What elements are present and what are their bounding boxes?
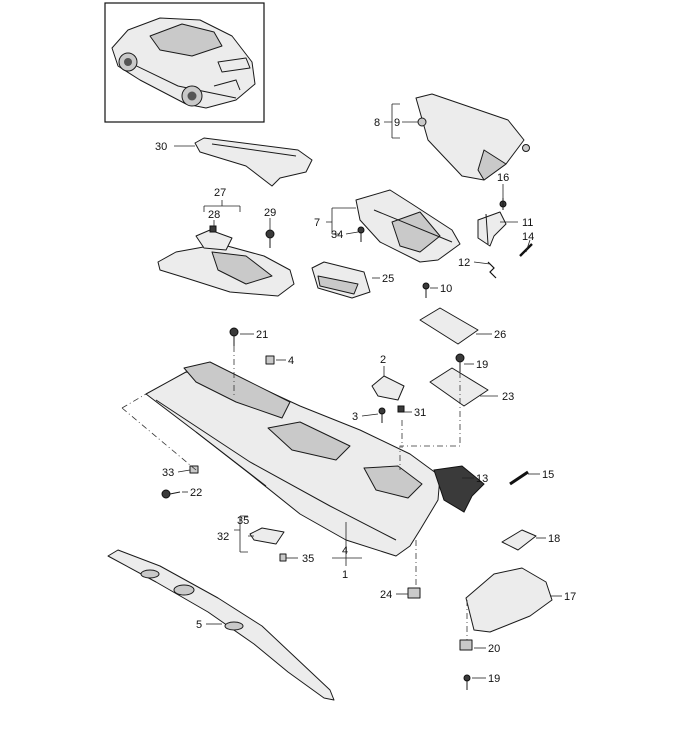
callout-3: 3 <box>352 411 358 423</box>
callout-19-lower: 19 <box>488 673 500 685</box>
part-12-spring <box>487 261 497 279</box>
callout-8: 8 <box>374 117 380 129</box>
callout-14: 14 <box>522 231 534 243</box>
part-19-screw-upper <box>455 353 465 372</box>
callout-34: 34 <box>331 229 343 241</box>
leader-lines <box>174 103 562 679</box>
part-23-bracket <box>429 367 489 407</box>
callout-11: 11 <box>522 217 533 229</box>
callout-22: 22 <box>190 487 202 499</box>
callout-17: 17 <box>564 591 576 603</box>
callout-15: 15 <box>542 469 554 481</box>
assembly-lines <box>121 346 468 640</box>
part-3-screw <box>378 407 386 423</box>
callout-5: 5 <box>196 619 202 631</box>
callout-23: 23 <box>502 391 514 403</box>
vehicle-inset <box>104 2 265 123</box>
callout-4-upper: 4 <box>288 355 294 367</box>
callout-7: 7 <box>314 217 320 229</box>
part-9-clip <box>417 117 427 127</box>
part-17-cover <box>465 567 553 633</box>
callout-28: 28 <box>208 209 220 221</box>
part-35-cover <box>249 527 285 545</box>
part-14-pin <box>519 243 533 257</box>
callout-13: 13 <box>476 473 488 485</box>
car-illustration <box>111 17 256 109</box>
part-20-clip <box>459 639 473 651</box>
callout-10: 10 <box>440 283 452 295</box>
part-13-bracket <box>433 465 485 513</box>
part-15-pin <box>509 470 529 486</box>
part-5-insulation-strip <box>107 549 335 701</box>
part-22-screw <box>161 489 181 499</box>
callout-31: 31 <box>414 407 426 419</box>
callout-16: 16 <box>497 172 509 184</box>
part-28-clip <box>209 225 217 233</box>
callout-35-upper: 35 <box>237 515 249 527</box>
callout-25: 25 <box>382 273 394 285</box>
callout-33: 33 <box>162 467 174 479</box>
callout-1: 1 <box>342 569 348 581</box>
part-7-armrest-bracket <box>355 189 461 263</box>
part-10-screw <box>422 282 430 298</box>
callout-35-lower: 35 <box>302 553 314 565</box>
callout-19-upper: 19 <box>476 359 488 371</box>
part-8-armrest-lid <box>415 93 530 181</box>
callout-32: 32 <box>217 531 229 543</box>
callout-4-lower: 4 <box>342 545 348 557</box>
callout-labels: 30 8 9 16 7 34 11 14 12 10 27 28 29 25 2… <box>155 117 576 685</box>
part-18-trim <box>501 529 537 551</box>
callout-18: 18 <box>548 533 560 545</box>
part-11-hinge <box>477 211 507 247</box>
part-1-center-console <box>145 361 441 557</box>
part-33-clip <box>189 465 199 474</box>
callout-26: 26 <box>494 329 506 341</box>
part-34-screw <box>357 226 365 242</box>
part-19-screw-lower <box>463 674 471 690</box>
part-27-shift-frame <box>157 229 295 297</box>
part-29-screw <box>265 229 275 248</box>
callout-20: 20 <box>488 643 500 655</box>
part-24-clip <box>407 587 421 599</box>
part-26-mat <box>419 307 479 345</box>
part-31-clip <box>397 405 405 413</box>
part-2-cover <box>371 375 405 401</box>
part-35-clip <box>279 553 287 562</box>
callout-12: 12 <box>458 257 470 269</box>
callout-2: 2 <box>380 354 386 366</box>
part-4-clip <box>265 355 275 365</box>
part-25-compartment <box>311 261 371 299</box>
callout-27: 27 <box>214 187 226 199</box>
callout-21: 21 <box>256 329 268 341</box>
part-21-screw <box>229 327 239 346</box>
callout-29: 29 <box>264 207 276 219</box>
part-30-trim-strip <box>194 137 313 187</box>
callout-30: 30 <box>155 141 167 153</box>
callout-24: 24 <box>380 589 392 601</box>
callout-9: 9 <box>394 117 400 129</box>
